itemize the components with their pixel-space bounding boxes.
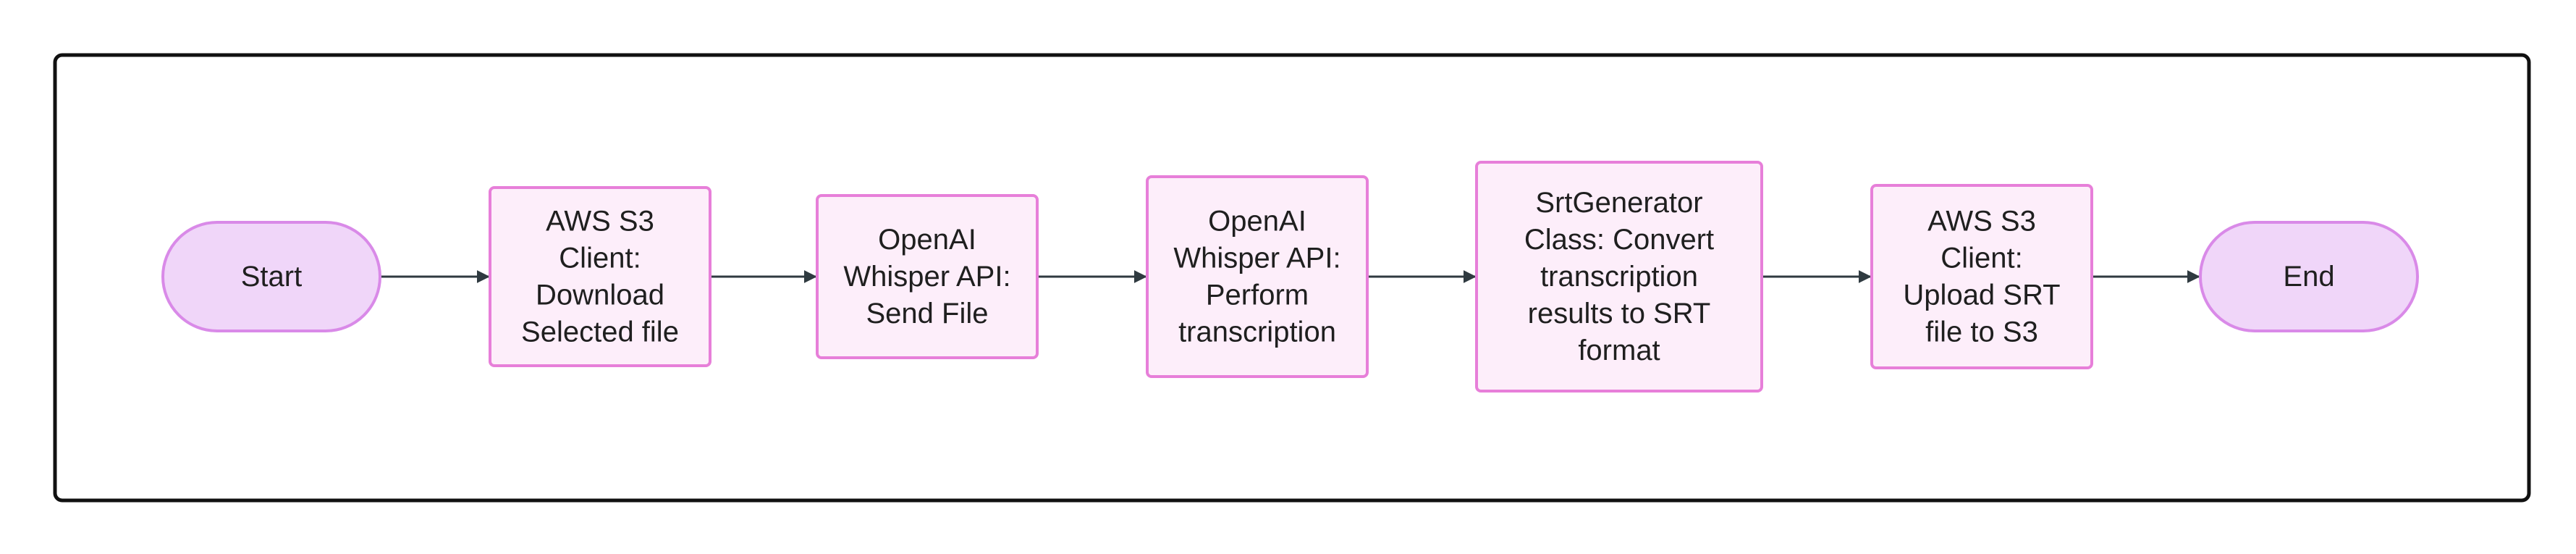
node-transcribe-label-line: OpenAI [1208, 206, 1306, 238]
node-convert-label-line: transcription [1540, 261, 1698, 293]
node-transcribe-label-line: transcription [1178, 316, 1336, 348]
node-upload-label-line: Upload SRT [1903, 280, 2060, 311]
node-transcribe-label-line: Perform [1206, 280, 1309, 311]
node-convert-label-line: Class: Convert [1524, 224, 1714, 256]
node-convert-shape [1475, 161, 1763, 393]
node-download-label-line: AWS S3 [546, 206, 654, 238]
node-upload-label-line: Client: [1941, 243, 2022, 274]
node-upload: AWS S3 Client: Upload SRT file to S3 [1870, 184, 2093, 369]
node-end: End [2199, 221, 2419, 332]
node-start: Start [161, 221, 381, 332]
node-transcribe: OpenAI Whisper API: Perform transcription [1146, 175, 1369, 378]
node-upload-shape [1870, 184, 2093, 369]
node-transcribe-label-line: Whisper API: [1173, 243, 1340, 274]
node-download-label-line: Selected file [521, 316, 679, 348]
node-download-label-line: Client: [559, 243, 641, 274]
node-download-label-line: Download [536, 280, 664, 311]
node-send-label-line: OpenAI [878, 224, 976, 256]
node-start-shape [161, 221, 381, 332]
node-send-label-line: Whisper API: [843, 261, 1010, 293]
node-upload-label-line: AWS S3 [1927, 206, 2036, 238]
node-send: OpenAI Whisper API: Send File [816, 194, 1039, 359]
node-transcribe-shape [1146, 175, 1369, 378]
node-convert-label-line: format [1578, 335, 1660, 366]
node-send-shape [816, 194, 1039, 359]
node-download-shape [489, 186, 711, 367]
node-start-label-line: Start [241, 261, 302, 293]
node-end-label-line: End [2283, 261, 2334, 293]
node-convert-label-line: SrtGenerator [1535, 187, 1702, 219]
node-convert-label-line: results to SRT [1528, 298, 1711, 330]
diagram-frame [53, 53, 2531, 503]
node-end-shape [2199, 221, 2419, 332]
node-upload-label-line: file to S3 [1925, 316, 2038, 348]
node-send-label-line: Send File [866, 298, 989, 330]
